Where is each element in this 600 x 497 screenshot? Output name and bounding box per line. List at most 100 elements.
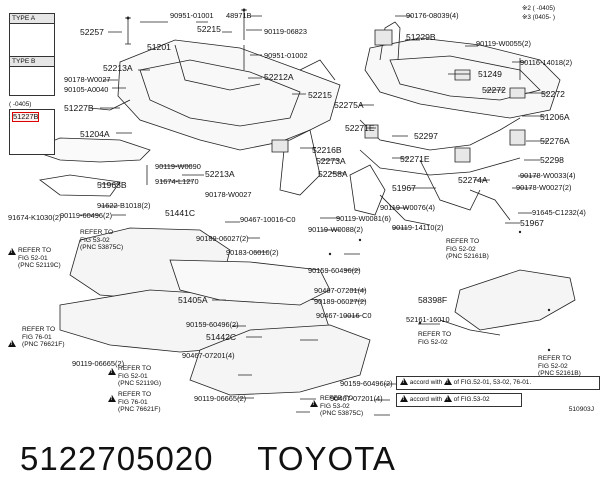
part-label[interactable]: 90183-06010(2) (226, 248, 279, 257)
part-label[interactable]: 90119-W0090 (155, 162, 201, 171)
part-label[interactable]: 90119-W0088(2) (308, 225, 363, 234)
part-label[interactable]: 51442C (206, 332, 237, 342)
warning-icon (400, 378, 408, 385)
part-label[interactable]: 90178-W0027 (205, 190, 252, 199)
part-label[interactable]: 52215 (308, 90, 332, 100)
part-label[interactable]: 90119-W0081(6) (336, 214, 391, 223)
part-label[interactable]: 52257 (80, 27, 104, 37)
part-label[interactable]: 52276A (540, 136, 570, 146)
warning-icon (310, 400, 318, 407)
refer-note[interactable]: REFER TO FIG 52-01 (PNC 52119C) (18, 247, 61, 270)
legend-text: of FIG.52-01, 53-02, 76-01. (453, 379, 532, 386)
part-label[interactable]: 90116-14018(2) (520, 58, 573, 67)
part-label[interactable]: 90189-06027(2) (314, 297, 367, 306)
part-label[interactable]: 91674-K1030(2) (8, 213, 62, 222)
part-label[interactable]: 90119-06823 (264, 27, 308, 36)
note-3: ※3 (0405- ) (522, 14, 556, 21)
part-label[interactable]: 52298 (540, 155, 564, 165)
part-label[interactable]: 90119-W0076(4) (380, 203, 435, 212)
part-label[interactable]: 91645-C1232(4) (532, 208, 586, 217)
part-label[interactable]: 90159-60496(2) (308, 266, 361, 275)
part-label[interactable]: 51204A (80, 129, 110, 139)
part-label[interactable]: 51405A (178, 295, 208, 305)
refer-note[interactable]: REFER TO FIG 76-01 (PNC 76621F) (22, 326, 65, 349)
part-label[interactable]: 90951-01002 (264, 51, 308, 60)
part-label[interactable]: 52272 (482, 85, 506, 95)
part-label[interactable]: 51249 (478, 69, 502, 79)
part-label[interactable]: 90178-W0027 (64, 75, 111, 84)
legend-text: of FIG.53-02 (453, 396, 490, 403)
part-label[interactable]: 51963B (97, 180, 127, 190)
type-c-box: 51227B (9, 109, 55, 155)
part-label[interactable]: 51201 (147, 42, 171, 52)
part-label[interactable]: 90105-A0040 (64, 85, 109, 94)
part-label[interactable]: 52275A (334, 100, 364, 110)
part-label[interactable]: 90159-60496(2) (340, 379, 393, 388)
note-2: ※2 ( -0405) (522, 5, 556, 12)
part-label[interactable]: 52297 (414, 131, 438, 141)
part-label[interactable]: 52274A (458, 175, 488, 185)
refer-note[interactable]: REFER TO FIG 76-01 (PNC 76621F) (118, 391, 161, 414)
part-label[interactable]: 51441C (165, 208, 196, 218)
highlighted-part-label[interactable]: 51227B (11, 112, 40, 122)
part-label[interactable]: 90176-08039(4) (406, 11, 459, 20)
legend-text: accord with (409, 379, 443, 386)
part-label[interactable]: 90467-07201(4) (314, 286, 367, 295)
part-label[interactable]: 90467-07201(4) (330, 394, 383, 403)
part-label[interactable]: 52271E (345, 123, 375, 133)
refer-note[interactable]: REFER TO FIG 52-02 (PNC 52161B) (538, 355, 581, 378)
part-label[interactable]: 52273A (316, 156, 346, 166)
part-label[interactable]: 51229B (406, 32, 436, 42)
part-label[interactable]: 90119-14110(2) (392, 223, 444, 232)
part-label[interactable]: 48971B (226, 11, 252, 20)
part-label[interactable]: 52213A (205, 169, 235, 179)
warning-icon (8, 340, 16, 347)
footer-caption: 5122705020 TOYOTA (20, 440, 396, 478)
part-label[interactable]: 91674-L1270 (155, 177, 199, 186)
part-label[interactable]: 90119-W0055(2) (476, 39, 531, 48)
part-label[interactable]: 90119-06665(2) (194, 394, 247, 403)
part-label[interactable]: 51967 (392, 183, 416, 193)
part-label[interactable]: 52272 (541, 89, 565, 99)
part-label[interactable]: 51967 (520, 218, 544, 228)
part-label[interactable]: 52216B (312, 145, 342, 155)
part-label[interactable]: 90467-10016-C0 (240, 215, 296, 224)
part-label[interactable]: 90467-07201(4) (182, 351, 235, 360)
part-label[interactable]: 51206A (540, 112, 570, 122)
part-number: 5122705020 (20, 440, 214, 477)
diagram-code: 510903J (568, 406, 594, 413)
type-b-label: TYPE B (10, 57, 54, 67)
part-label[interactable]: 52212A (264, 72, 294, 82)
part-label[interactable]: 52215 (197, 24, 221, 34)
type-b-box: TYPE B (9, 56, 55, 96)
warning-icon (443, 378, 452, 385)
warning-icon (443, 395, 452, 402)
refer-note[interactable]: REFER TO FIG 53-02 (PNC 53875C) (320, 395, 364, 418)
refer-note[interactable]: REFER TO FIG 53-02 (PNC 53875C) (80, 229, 124, 252)
type-a-label: TYPE A (10, 14, 54, 24)
part-label[interactable]: 58398F (418, 295, 448, 305)
legend-row-1: accord with of FIG.52-01, 53-02, 76-01. (396, 376, 600, 390)
refer-note[interactable]: REFER TO FIG 52-02 (418, 331, 452, 346)
part-label[interactable]: 90178-W0027(2) (516, 183, 572, 192)
date-range-label: ( -0405) (9, 101, 32, 108)
legend-text: accord with (409, 396, 443, 403)
part-label[interactable]: 90119-06665(2) (72, 359, 125, 368)
part-label[interactable]: 90119-60496(2) (60, 211, 113, 220)
part-label[interactable]: 52271E (400, 154, 430, 164)
part-label[interactable]: 90178-W0033(4) (520, 171, 576, 180)
part-label[interactable]: 91622-B1018(2) (97, 201, 151, 210)
legend-row-2: accord with of FIG.53-02 (396, 393, 522, 407)
part-label[interactable]: 52161-16010 (406, 315, 450, 324)
warning-icon (108, 368, 116, 375)
refer-note[interactable]: REFER TO FIG 52-02 (PNC 52161B) (446, 238, 489, 261)
part-label[interactable]: 52213A (103, 63, 133, 73)
refer-note[interactable]: REFER TO FIG 52-01 (PNC 52119G) (118, 365, 162, 388)
warning-icon (8, 248, 16, 255)
part-label[interactable]: 90159-60496(2) (186, 320, 239, 329)
part-label[interactable]: 52258A (318, 169, 348, 179)
part-label[interactable]: 90189-06027(2) (196, 234, 249, 243)
part-label[interactable]: 90467-10016-C0 (316, 311, 372, 320)
part-label[interactable]: 51227B (64, 103, 94, 113)
part-label[interactable]: 90951-01001 (170, 11, 214, 20)
